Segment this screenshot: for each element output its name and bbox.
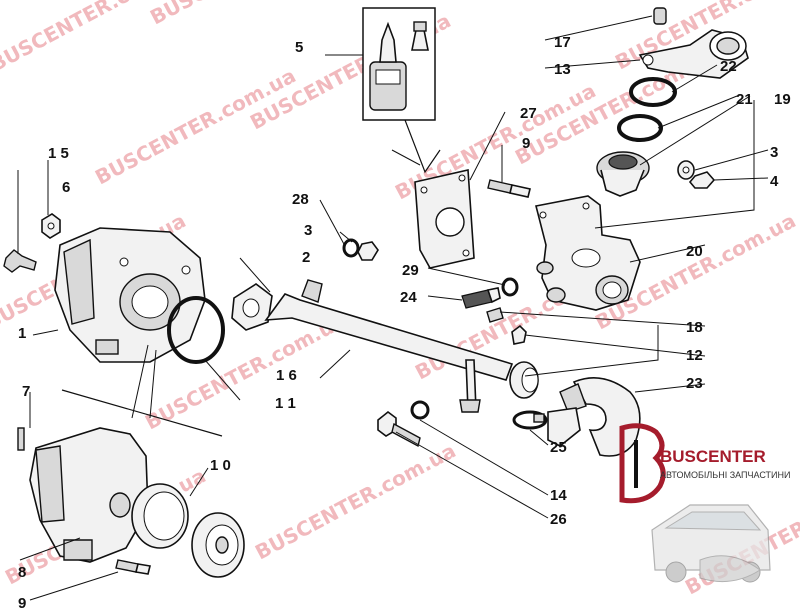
callout-9-bottom: 9 — [18, 595, 26, 612]
coolant-pipe — [264, 279, 539, 413]
separator-line — [61, 389, 223, 437]
callout-24: 24 — [400, 289, 417, 306]
callout-10: 1 0 — [210, 457, 231, 474]
callout-9-top: 9 — [522, 135, 530, 152]
callout-23: 23 — [686, 375, 703, 392]
callout-13: 13 — [554, 61, 571, 78]
callout-3-right: 3 — [770, 144, 778, 161]
thermostat-housing — [535, 195, 641, 311]
stud-bottom — [115, 559, 151, 575]
callout-12: 12 — [686, 347, 703, 364]
callout-19: 19 — [774, 91, 791, 108]
flange-gasket — [231, 283, 273, 331]
callout-4: 4 — [770, 173, 779, 190]
sealant-kit — [362, 7, 441, 174]
watermark-text: BUSCENTER.com.ua — [146, 0, 355, 29]
callout-27: 27 — [520, 105, 537, 122]
callout-2: 2 — [302, 249, 310, 266]
callout-21: 21 — [736, 91, 753, 108]
callout-11: 1 1 — [275, 395, 296, 412]
bolt-washer — [377, 400, 430, 448]
fasteners-left — [3, 213, 61, 273]
callout-14: 14 — [550, 487, 567, 504]
gasket-plate — [414, 169, 475, 269]
callout-1: 1 — [18, 325, 26, 342]
leader-lines — [17, 15, 769, 601]
logo-tagline: АВТОМОБІЛЬНІ ЗАПЧАСТИНИ — [660, 470, 790, 480]
thermostat — [596, 151, 650, 197]
sensors — [461, 277, 527, 345]
o-rings-top — [617, 77, 677, 142]
seal-and-pulley — [131, 483, 245, 578]
washers-mid — [342, 238, 379, 261]
callout-29: 29 — [402, 262, 419, 279]
callout-26: 26 — [550, 511, 567, 528]
stud-top — [487, 179, 531, 198]
callout-6: 6 — [62, 179, 70, 196]
callout-18: 18 — [686, 319, 703, 336]
callout-7: 7 — [22, 383, 30, 400]
logo-name: BUSCENTER — [660, 447, 766, 466]
callout-8: 8 — [18, 564, 26, 581]
water-pump — [54, 227, 206, 363]
watermark-text: BUSCENTER.com.ua — [251, 438, 460, 564]
buscenter-logo: BUSCENTER АВТОМОБІЛЬНІ ЗАПЧАСТИНИ — [619, 423, 790, 504]
callout-15: 1 5 — [48, 145, 69, 162]
callout-20: 20 — [686, 243, 703, 260]
outlet-elbow — [638, 7, 749, 79]
callout-25: 25 — [550, 439, 567, 456]
nuts-right — [677, 160, 716, 189]
callout-16: 1 6 — [276, 367, 297, 384]
pump-gasket — [167, 296, 225, 364]
callout-labels: 1 5 6 1 7 8 9 1 0 1 1 1 6 2 3 28 5 27 9 … — [18, 34, 791, 612]
minibus-image — [651, 504, 771, 583]
callout-22: 22 — [720, 58, 737, 75]
callout-28: 28 — [292, 191, 309, 208]
callout-5: 5 — [295, 39, 303, 56]
hose-clamp — [512, 410, 548, 430]
water-pump-lower — [17, 427, 149, 563]
callout-17: 17 — [554, 34, 571, 51]
callout-3-mid: 3 — [304, 222, 312, 239]
